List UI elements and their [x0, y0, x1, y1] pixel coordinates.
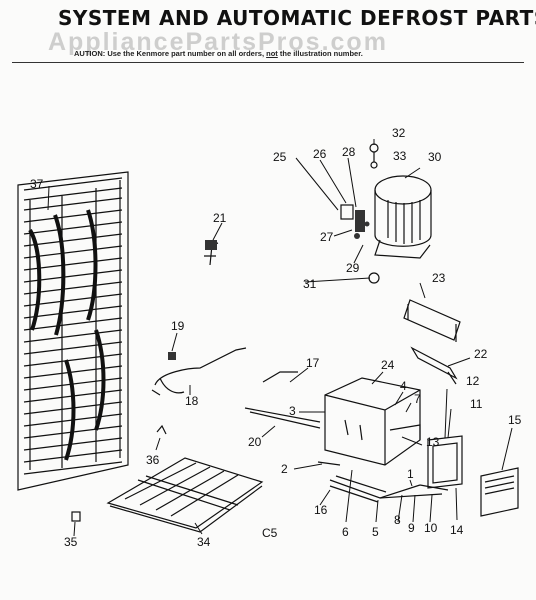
callout-22: 22 — [474, 347, 488, 361]
leader-lines — [47, 139, 513, 537]
callout-2: 2 — [281, 462, 288, 476]
callout-16: 16 — [314, 503, 328, 517]
callout-32: 32 — [392, 126, 406, 140]
callout-23: 23 — [432, 271, 446, 285]
callout-37: 37 — [30, 177, 44, 191]
callout-1: 1 — [407, 467, 414, 481]
heater-bar — [262, 371, 298, 383]
watermark: AppliancePartsPros.com — [48, 28, 388, 56]
callout-19: 19 — [171, 319, 185, 333]
callout-9: 9 — [408, 521, 415, 535]
evaporator-coil — [106, 457, 264, 533]
callout-30: 30 — [428, 150, 442, 164]
drain-heater — [244, 407, 321, 429]
callout-13: 13 — [426, 435, 440, 449]
callout-33: 33 — [393, 149, 407, 163]
callout-18: 18 — [185, 394, 199, 408]
wire-harness — [151, 347, 247, 396]
callout-4: 4 — [400, 379, 407, 393]
caution-note: AUTION: Use the Kenmore part number on a… — [74, 49, 363, 58]
callout-3: 3 — [289, 404, 296, 418]
callout-35: 35 — [64, 535, 78, 549]
callout-34: 34 — [197, 535, 211, 549]
callout-10: 10 — [424, 521, 438, 535]
callout-6: 6 — [342, 525, 349, 539]
callout-29: 29 — [346, 261, 360, 275]
compressor — [374, 175, 432, 259]
callout-24: 24 — [381, 358, 395, 372]
header-rule — [12, 62, 524, 63]
defrost-thermostat — [204, 240, 219, 266]
evaporator-housing — [324, 377, 421, 466]
callout-numbers: 32 33 30 25 26 28 21 27 29 31 37 23 19 1… — [30, 126, 522, 549]
callout-7: 7 — [414, 392, 421, 406]
grommets — [369, 143, 379, 169]
callout-21: 21 — [213, 211, 227, 225]
callout-11: 11 — [470, 397, 483, 411]
control-panel — [427, 435, 463, 489]
bracket — [403, 299, 461, 342]
callout-27: 27 — [320, 230, 334, 244]
cover-panel — [480, 467, 519, 517]
defrost-heater — [317, 461, 449, 503]
callout-31: 31 — [303, 277, 317, 291]
callout-36: 36 — [146, 453, 160, 467]
figure-code: C5 — [262, 526, 278, 540]
callout-17: 17 — [306, 356, 320, 370]
page-title: SYSTEM AND AUTOMATIC DEFROST PARTS — [58, 6, 536, 30]
callout-5: 5 — [372, 525, 379, 539]
clip — [156, 424, 167, 435]
condenser-coil — [17, 171, 129, 491]
drain-trough — [410, 346, 458, 385]
callout-8: 8 — [394, 513, 401, 527]
callout-12: 12 — [466, 374, 480, 388]
callout-26: 26 — [313, 147, 327, 161]
callout-20: 20 — [248, 435, 262, 449]
callout-28: 28 — [342, 145, 356, 159]
callout-25: 25 — [273, 150, 287, 164]
callout-14: 14 — [450, 523, 464, 537]
caution-not: not — [266, 49, 278, 58]
callout-15: 15 — [508, 413, 522, 427]
caution-suffix: the illustration number. — [279, 49, 363, 58]
caution-prefix: AUTION: Use the Kenmore part number on a… — [74, 49, 265, 58]
screw — [71, 511, 81, 522]
